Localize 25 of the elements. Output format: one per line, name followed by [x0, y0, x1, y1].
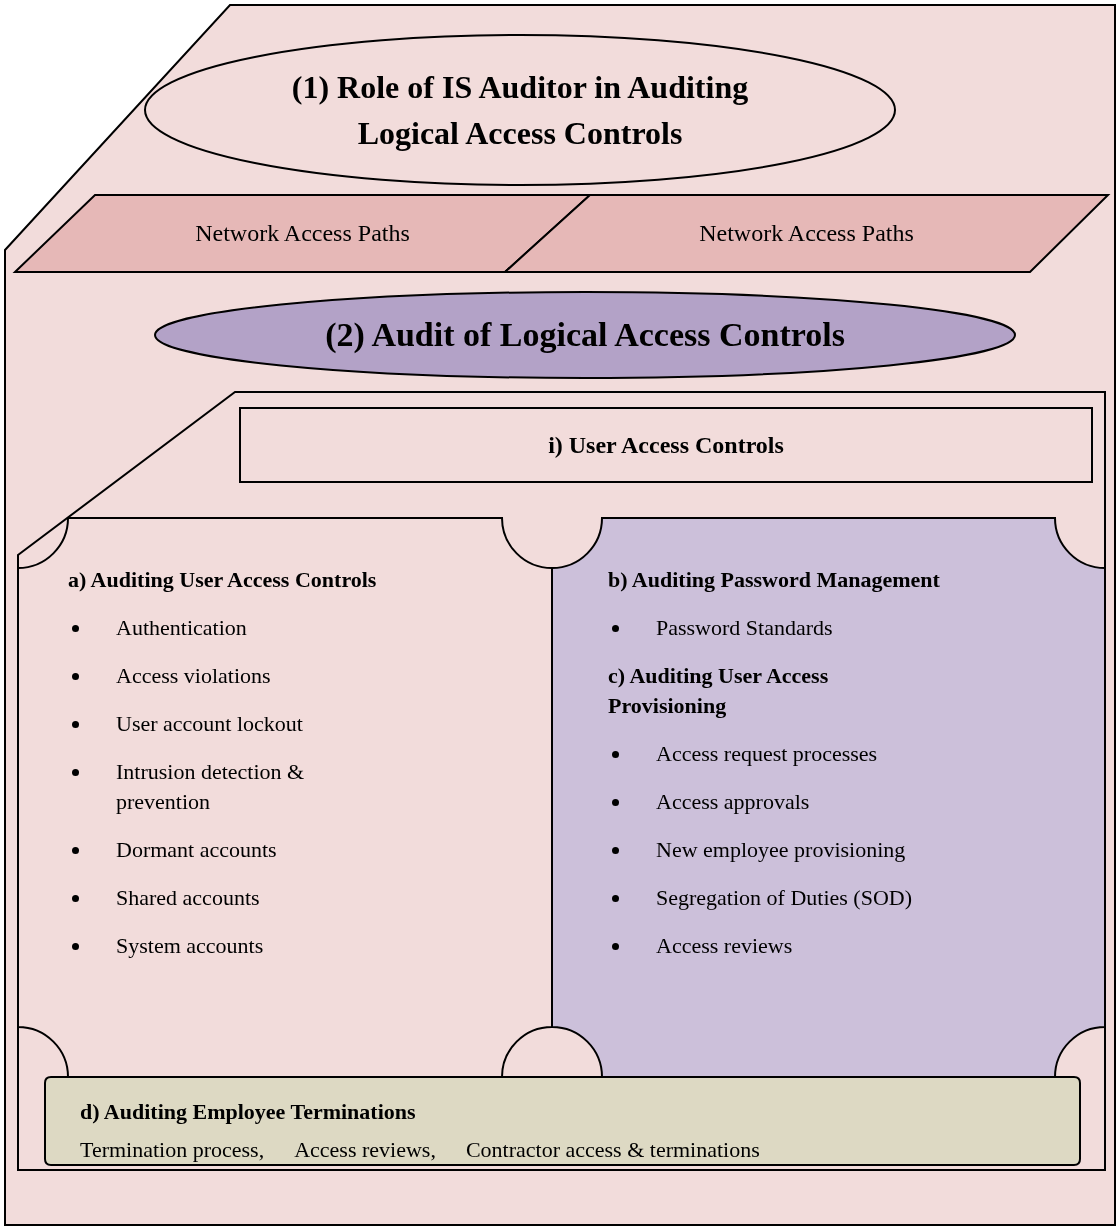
title-text: (2) Audit of Logical Access Controls [325, 316, 845, 354]
list-item: Access request processes [608, 739, 878, 769]
label-text: Access reviews, [294, 1136, 436, 1164]
heading: b) Auditing Password Management [608, 566, 940, 594]
label-text: Network Access Paths [195, 220, 410, 247]
label-text: Network Access Paths [699, 220, 914, 247]
list-item: System accounts [68, 931, 264, 961]
list-item: User account lockout [68, 709, 303, 739]
label-text: Contractor access & terminations [465, 1136, 760, 1164]
list-item: Access violations [68, 661, 271, 691]
list-item: Segregation of Duties (SOD) [608, 883, 912, 913]
list-item: Shared accounts [68, 883, 260, 913]
list-item: Access reviews [608, 931, 793, 961]
label-text: Termination process, [80, 1136, 265, 1164]
list-item: Authentication [68, 613, 247, 643]
heading: a) Auditing User Access Controls [68, 566, 377, 594]
list-item: New employee provisioning [608, 835, 906, 865]
list-item: Dormant accounts [68, 835, 277, 865]
list-item: Access approvals [608, 787, 810, 817]
list-item: Intrusion detection & prevention [68, 757, 378, 817]
title-text: (1) Role of IS Auditor in Auditing Logical Access Controls [290, 68, 750, 153]
heading: d) Auditing Employee Terminations [80, 1098, 416, 1126]
heading: c) Auditing User Access Provisioning [608, 662, 830, 720]
list-item: Password Standards [608, 613, 833, 643]
label-text: i) User Access Controls [548, 431, 784, 459]
